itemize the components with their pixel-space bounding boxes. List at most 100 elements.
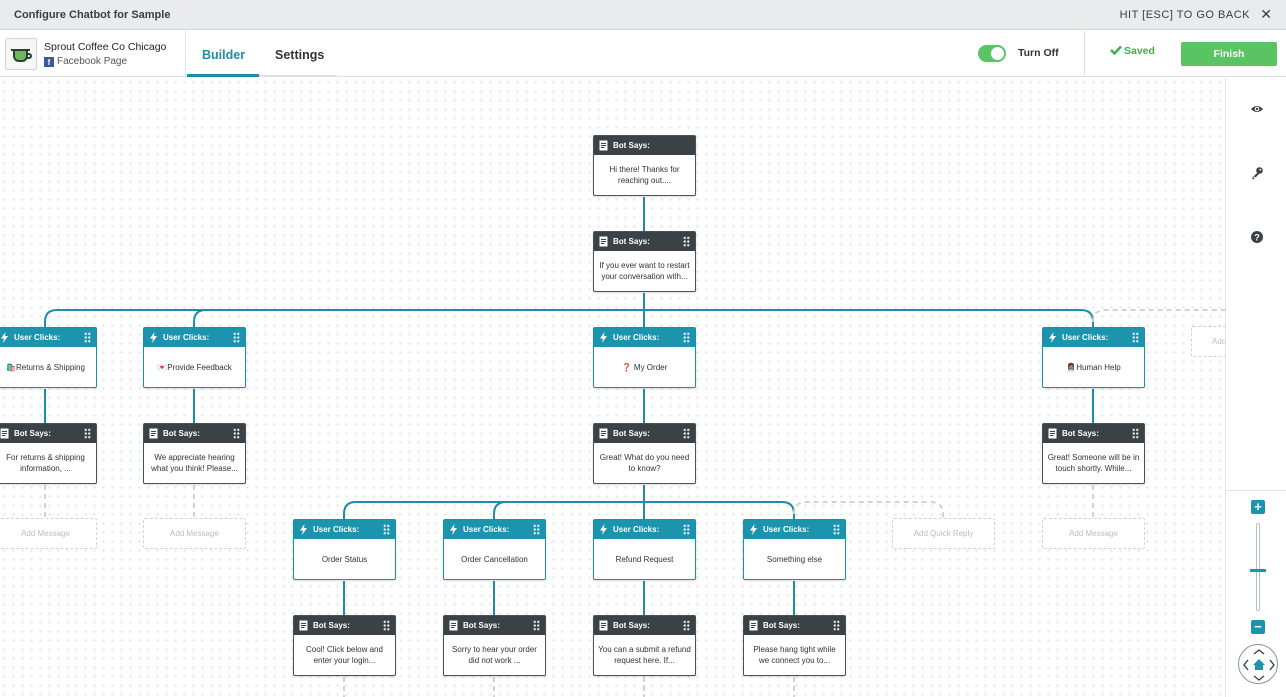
tab-settings[interactable]: Settings	[275, 48, 325, 62]
pan-arrows-icon	[1243, 649, 1275, 681]
lightning-icon	[300, 524, 307, 535]
bot-says-cancel[interactable]: Bot Says: Sorry to hear your order did n…	[443, 615, 546, 676]
drag-handle-icon[interactable]	[233, 332, 240, 343]
node-label: Human Help	[1076, 362, 1121, 372]
drag-handle-icon[interactable]	[683, 428, 690, 439]
add-message-placeholder[interactable]: Add Message	[143, 518, 246, 549]
zoom-in-icon[interactable]: +	[1251, 500, 1265, 514]
brand-name: Sprout Coffee Co Chicago	[44, 41, 167, 53]
drag-handle-icon[interactable]	[84, 428, 91, 439]
toggle-knob	[991, 47, 1004, 60]
lightning-icon	[150, 332, 157, 343]
close-icon[interactable]: ✕	[1260, 6, 1272, 22]
help-icon[interactable]: ?	[1250, 230, 1264, 244]
esc-hint: HIT [ESC] TO GO BACK	[1119, 9, 1250, 21]
drag-handle-icon[interactable]	[533, 524, 540, 535]
bot-says-human[interactable]: Bot Says: Great! Someone will be in touc…	[1042, 423, 1145, 484]
message-icon	[599, 236, 608, 247]
node-text: Order Cancellation	[461, 554, 528, 564]
bot-says-feedback[interactable]: Bot Says: We appreciate hearing what you…	[143, 423, 246, 484]
node-header: User Clicks:	[163, 333, 210, 342]
user-clicks-order-status[interactable]: User Clicks: Order Status	[293, 519, 396, 580]
zoom-out-icon[interactable]: −	[1251, 620, 1265, 634]
bot-says-returns[interactable]: Bot Says: For returns & shipping informa…	[0, 423, 97, 484]
divider	[1084, 31, 1085, 77]
lightning-icon	[600, 332, 607, 343]
message-icon	[599, 428, 608, 439]
node-text: For returns & shipping information, ...	[6, 453, 85, 473]
saved-status: Saved	[1110, 45, 1155, 57]
node-header: Bot Says:	[313, 621, 350, 630]
bot-says-intro[interactable]: Bot Says: Hi there! Thanks for reaching …	[593, 135, 696, 196]
divider	[185, 31, 186, 77]
nav-pad-icon[interactable]	[1238, 644, 1278, 684]
lightning-icon	[1049, 332, 1056, 343]
node-label: My Order	[633, 362, 668, 372]
flow-connectors	[44, 197, 1225, 697]
bot-says-status[interactable]: Bot Says: Cool! Click below and enter yo…	[293, 615, 396, 676]
bot-says-restart[interactable]: Bot Says: If you ever want to restart yo…	[593, 231, 696, 292]
facebook-icon: f	[44, 57, 54, 67]
drag-handle-icon[interactable]	[683, 236, 690, 247]
key-icon[interactable]	[1250, 166, 1264, 180]
user-clicks-human-help[interactable]: User Clicks: 👩🏽‍💼Human Help	[1042, 327, 1145, 388]
drag-handle-icon[interactable]	[683, 620, 690, 631]
eye-icon[interactable]	[1250, 102, 1264, 116]
drag-handle-icon[interactable]	[1132, 332, 1139, 343]
drag-handle-icon[interactable]	[683, 332, 690, 343]
brand-page-label: Facebook Page	[57, 56, 128, 67]
node-header: Bot Says:	[14, 429, 51, 438]
lightning-icon	[750, 524, 757, 535]
add-quick-reply-placeholder[interactable]: Add	[1191, 326, 1225, 357]
user-clicks-order-cancellation[interactable]: User Clicks: Order Cancellation	[443, 519, 546, 580]
drag-handle-icon[interactable]	[383, 620, 390, 631]
user-clicks-my-order[interactable]: User Clicks: ❓ My Order	[593, 327, 696, 388]
drag-handle-icon[interactable]	[383, 524, 390, 535]
bot-says-order[interactable]: Bot Says: Great! What do you need to kno…	[593, 423, 696, 484]
user-clicks-feedback[interactable]: User Clicks: 💌Provide Feedback	[143, 327, 246, 388]
zoom-slider-track[interactable]	[1256, 523, 1260, 611]
node-header: User Clicks:	[1062, 333, 1109, 342]
node-header: User Clicks:	[613, 333, 660, 342]
node-text: You can a submit a refund request here. …	[598, 645, 691, 665]
svg-text:?: ?	[1254, 233, 1260, 243]
node-header: Bot Says:	[763, 621, 800, 630]
emoji: ❓	[621, 362, 632, 372]
bot-status-toggle[interactable]	[978, 45, 1006, 62]
tab-builder[interactable]: Builder	[202, 48, 246, 62]
drag-handle-icon[interactable]	[683, 524, 690, 535]
drag-handle-icon[interactable]	[533, 620, 540, 631]
finish-button[interactable]: Finish	[1181, 42, 1277, 66]
message-icon	[749, 620, 758, 631]
node-header: User Clicks:	[463, 525, 510, 534]
lightning-icon	[1, 332, 8, 343]
drag-handle-icon[interactable]	[833, 620, 840, 631]
add-message-placeholder[interactable]: Add Message	[1042, 518, 1145, 549]
window-title: Configure Chatbot for Sample	[14, 9, 171, 21]
lightning-icon	[600, 524, 607, 535]
user-clicks-returns[interactable]: User Clicks: 🛍️Returns & Shipping	[0, 327, 97, 388]
bot-says-else[interactable]: Bot Says: Please hang tight while we con…	[743, 615, 846, 676]
node-text: 👩🏽‍💼Human Help	[1043, 347, 1144, 387]
user-clicks-refund-request[interactable]: User Clicks: Refund Request	[593, 519, 696, 580]
divider	[1226, 490, 1286, 491]
flow-canvas[interactable]: Bot Says: Hi there! Thanks for reaching …	[0, 78, 1225, 697]
drag-handle-icon[interactable]	[1132, 428, 1139, 439]
message-icon	[299, 620, 308, 631]
node-header: Bot Says:	[613, 429, 650, 438]
drag-handle-icon[interactable]	[233, 428, 240, 439]
add-message-placeholder[interactable]: Add Message	[0, 518, 97, 549]
brand-logo	[5, 38, 37, 70]
user-clicks-something-else[interactable]: User Clicks: Something else	[743, 519, 846, 580]
node-text: Order Status	[321, 554, 368, 564]
zoom-slider-thumb[interactable]	[1250, 569, 1266, 572]
drag-handle-icon[interactable]	[84, 332, 91, 343]
drag-handle-icon[interactable]	[833, 524, 840, 535]
node-text: If you ever want to restart your convers…	[599, 261, 690, 281]
turn-off-label[interactable]: Turn Off	[1018, 47, 1059, 59]
add-quick-reply-placeholder[interactable]: Add Quick Reply	[892, 518, 995, 549]
message-icon	[599, 620, 608, 631]
bot-says-refund[interactable]: Bot Says: You can a submit a refund requ…	[593, 615, 696, 676]
